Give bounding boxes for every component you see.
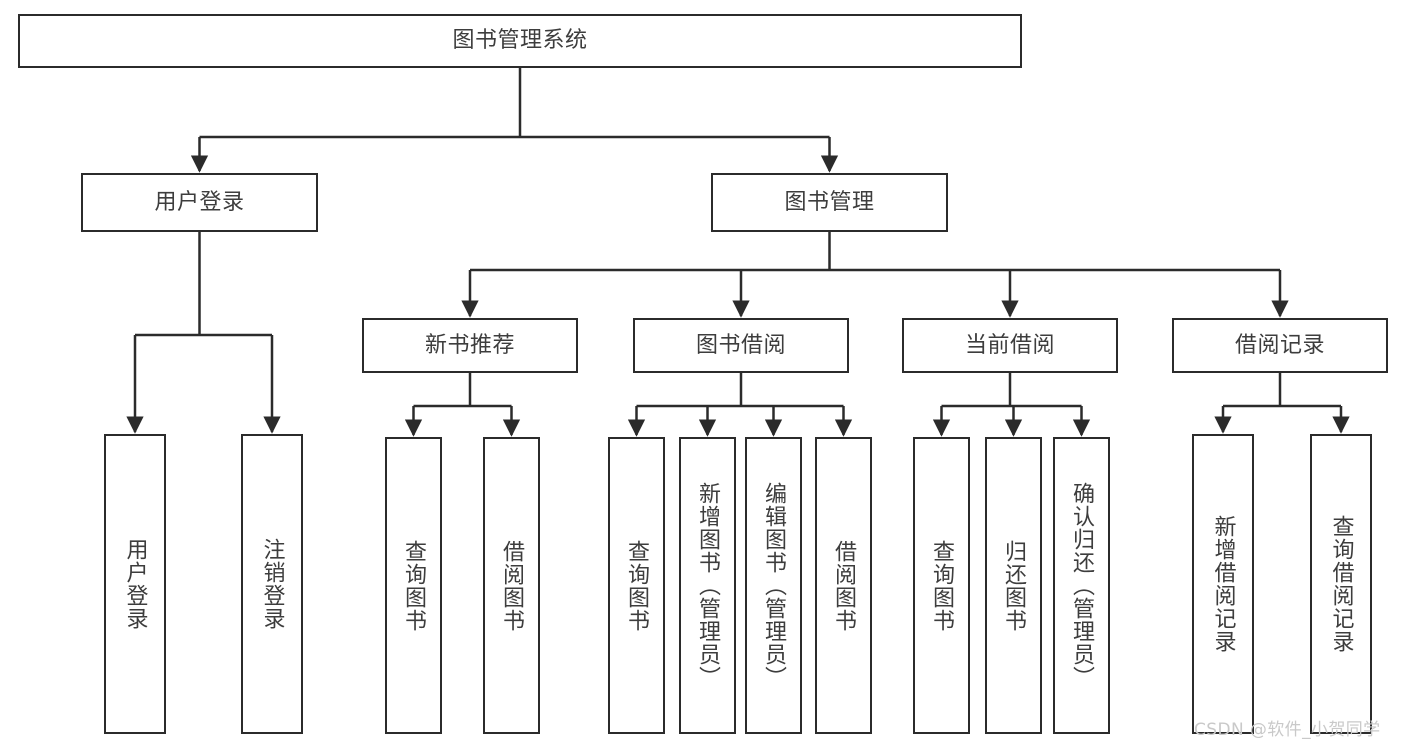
node-login[interactable]: 用户登录 xyxy=(81,173,318,232)
node-label: 查询图书 xyxy=(929,539,955,632)
node-leaf-edit[interactable]: 编辑图书（管理员） xyxy=(745,437,802,734)
node-label: 查询图书 xyxy=(401,539,427,632)
edge-group xyxy=(126,68,1350,437)
node-newbook[interactable]: 新书推荐 xyxy=(362,318,578,373)
node-leaf-add[interactable]: 新增图书（管理员） xyxy=(679,437,736,734)
node-borrow[interactable]: 图书借阅 xyxy=(633,318,849,373)
node-label: 查询图书 xyxy=(624,539,650,632)
node-leaf-confirm[interactable]: 确认归还（管理员） xyxy=(1053,437,1110,734)
node-label: 查询借阅记录 xyxy=(1328,515,1354,653)
node-leaf-b1[interactable]: 借阅图书 xyxy=(483,437,540,734)
node-current[interactable]: 当前借阅 xyxy=(902,318,1118,373)
node-label: 新增借阅记录 xyxy=(1210,515,1236,653)
node-leaf-login[interactable]: 用户登录 xyxy=(104,434,166,734)
node-leaf-logout[interactable]: 注销登录 xyxy=(241,434,303,734)
node-label: 编辑图书（管理员） xyxy=(761,482,787,689)
node-label: 借阅记录 xyxy=(1234,332,1325,358)
node-leaf-qrec[interactable]: 查询借阅记录 xyxy=(1310,434,1372,734)
node-label: 新书推荐 xyxy=(424,332,515,358)
node-leaf-q1[interactable]: 查询图书 xyxy=(385,437,442,734)
node-bookmgmt[interactable]: 图书管理 xyxy=(711,173,948,232)
csdn-watermark: CSDN @软件_小贺同学 xyxy=(1194,720,1381,740)
node-leaf-q3[interactable]: 查询图书 xyxy=(913,437,970,734)
node-label: 新增图书（管理员） xyxy=(695,482,721,689)
node-leaf-addrec[interactable]: 新增借阅记录 xyxy=(1192,434,1254,734)
node-label: 借阅图书 xyxy=(499,539,525,632)
node-label: 当前借阅 xyxy=(964,332,1055,358)
node-label: 借阅图书 xyxy=(831,539,857,632)
node-label: 图书管理系统 xyxy=(452,28,588,54)
node-label: 图书管理 xyxy=(784,189,875,215)
node-label: 确认归还（管理员） xyxy=(1069,482,1095,689)
node-leaf-b2[interactable]: 借阅图书 xyxy=(815,437,872,734)
node-leaf-q2[interactable]: 查询图书 xyxy=(608,437,665,734)
node-label: 注销登录 xyxy=(259,538,285,630)
node-root[interactable]: 图书管理系统 xyxy=(18,14,1022,68)
node-label: 归还图书 xyxy=(1001,539,1027,632)
node-label: 图书借阅 xyxy=(695,332,786,358)
node-leaf-return[interactable]: 归还图书 xyxy=(985,437,1042,734)
node-label: 用户登录 xyxy=(154,189,245,215)
node-records[interactable]: 借阅记录 xyxy=(1172,318,1388,373)
node-label: 用户登录 xyxy=(122,538,148,630)
